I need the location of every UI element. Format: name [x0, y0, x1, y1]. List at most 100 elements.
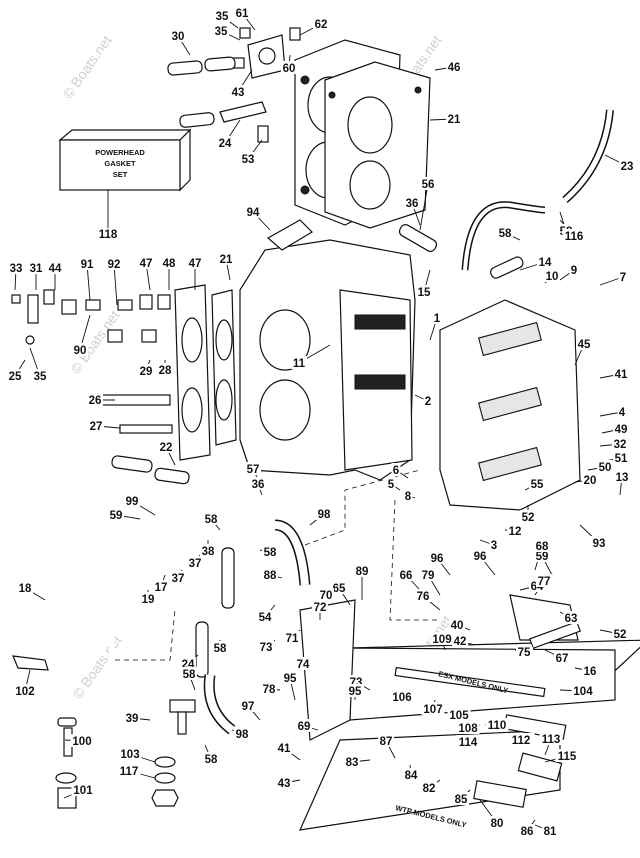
callout-bg: [230, 85, 246, 98]
callout-number: 45: [578, 339, 591, 351]
callout-bg: [291, 356, 307, 369]
callout-number: 75: [518, 647, 531, 659]
head-gasket: [324, 61, 431, 229]
callout-bg: [420, 177, 436, 190]
callout-bg: [571, 684, 595, 697]
callout-bg: [562, 229, 586, 242]
callout-bg: [124, 494, 140, 507]
crankcase-block: [239, 239, 416, 481]
callout-number: 100: [72, 736, 91, 748]
callout-number: 5: [388, 479, 395, 491]
callout-number: 40: [451, 620, 464, 632]
callout-number: 104: [573, 686, 593, 698]
callout-number: 58: [214, 643, 227, 655]
gasket-94: [266, 219, 313, 251]
callout-bg: [124, 711, 140, 724]
callout-number: 43: [278, 778, 291, 790]
callout-number: 51: [615, 453, 628, 465]
callout-number: 50: [599, 462, 612, 474]
callout-bg: [261, 682, 277, 695]
callout-bg: [529, 477, 545, 490]
callout-number: 37: [172, 573, 185, 585]
callout-number: 33: [10, 263, 23, 275]
callout-number: 41: [615, 369, 628, 381]
callout-bg: [421, 781, 437, 794]
callout-bg: [200, 544, 216, 557]
callout-bg: [597, 460, 613, 473]
callout-bg: [87, 393, 103, 406]
callout-bg: [240, 699, 256, 712]
callout-number: 13: [616, 472, 629, 484]
callout-bg: [613, 367, 629, 380]
callout-bg: [118, 747, 142, 760]
callout-bg: [591, 536, 607, 549]
callout-bg: [542, 824, 558, 837]
callout-bg: [72, 343, 88, 356]
callout-bg: [203, 512, 219, 525]
callout-numbers: 1234567891011121314151617181920212122232…: [7, 6, 635, 838]
callout-bg: [612, 437, 628, 450]
callout-bg: [212, 641, 228, 654]
callout-number: 92: [108, 259, 121, 271]
callout-number: 3: [491, 540, 497, 552]
callout-number: 65: [333, 583, 346, 595]
callout-number: 114: [459, 737, 478, 749]
callout-bg: [250, 477, 266, 490]
callout-number: 95: [284, 673, 297, 685]
callout-number: 36: [252, 479, 265, 491]
callout-bg: [296, 719, 312, 732]
callout-bg: [32, 369, 48, 382]
callout-number: 15: [418, 287, 431, 299]
callout-bg: [614, 470, 630, 483]
callout-bg: [161, 256, 177, 269]
callout-bg: [276, 776, 292, 789]
callout-bg: [138, 256, 154, 269]
callout-number: 69: [298, 721, 311, 733]
callout-bg: [386, 477, 396, 490]
callout-number: 115: [558, 751, 577, 763]
callout-bg: [8, 261, 24, 274]
callout-number: 18: [19, 583, 32, 595]
watermark-text: © Boats.net: [59, 32, 114, 101]
callout-bg: [318, 588, 334, 601]
callout-number: 16: [584, 666, 597, 678]
callout-bg: [217, 136, 233, 149]
callout-number: 14: [539, 257, 552, 269]
callout-bg: [456, 735, 480, 748]
callout-number: 22: [160, 442, 173, 454]
callout-number: 74: [297, 659, 310, 671]
callout-number: 99: [126, 496, 139, 508]
callout-number: 23: [621, 161, 634, 173]
callout-leader-line: [113, 263, 118, 306]
gasket-box-line-1: POWERHEAD: [95, 148, 145, 157]
gasket-box-line-3: SET: [113, 170, 128, 179]
callout-bg: [354, 564, 370, 577]
callout-number: 52: [522, 512, 535, 524]
callout-bg: [472, 549, 488, 562]
callout-number: 97: [242, 701, 255, 713]
callout-number: 108: [458, 723, 478, 735]
callout-leader-line: [419, 183, 429, 231]
callout-bg: [446, 60, 462, 73]
callout-number: 59: [536, 551, 549, 563]
callout-number: 72: [314, 602, 327, 614]
thermostat-cover: [231, 27, 301, 79]
callout-bg: [187, 256, 203, 269]
callout-number: 28: [159, 365, 172, 377]
callout-bg: [71, 783, 95, 796]
callout-number: 107: [423, 704, 442, 716]
callout-number: 109: [432, 634, 451, 646]
callout-bg: [245, 205, 261, 218]
callout-bg: [519, 824, 535, 837]
callout-bg: [456, 721, 480, 734]
callout-number: 21: [220, 254, 233, 266]
callout-bg: [245, 462, 261, 475]
callout-bg: [421, 702, 445, 715]
callout-bg: [140, 592, 156, 605]
callout-number: 39: [126, 713, 139, 725]
gasket-box: [59, 139, 181, 191]
callout-bg: [234, 6, 250, 19]
callout-bg: [117, 764, 141, 777]
callout-number: 110: [488, 720, 507, 732]
